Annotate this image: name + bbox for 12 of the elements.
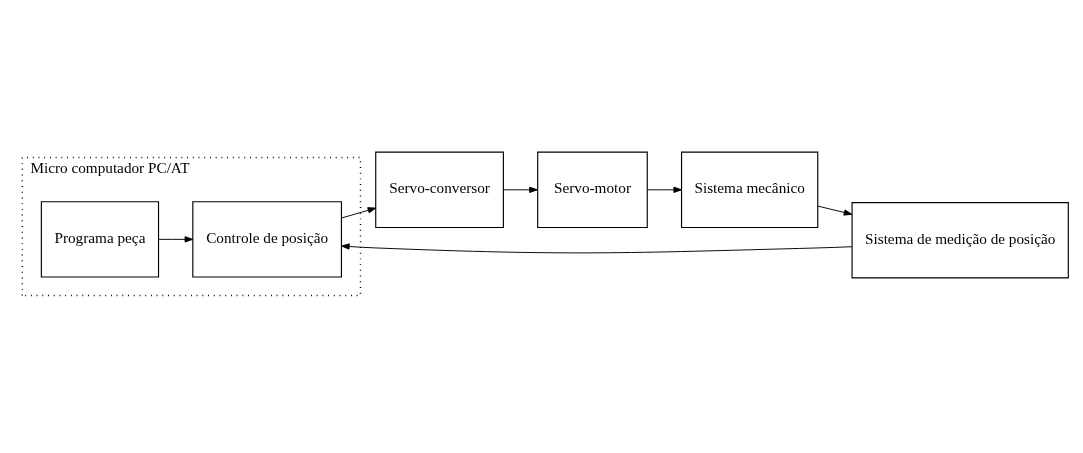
node-box: Sistema mecânico [680,151,819,228]
node-box: Controle de posição [192,201,342,278]
arrow [341,207,377,219]
node-box: Servo-conversor [375,151,504,228]
arrow [503,186,538,193]
arrow [341,243,853,254]
node-box: Programa peça [40,201,160,278]
node-box: Servo-motor [537,151,648,228]
arrow [817,205,853,216]
node-box: Sistema de medição de posição [851,202,1069,279]
arrow [158,236,194,243]
arrow [646,186,682,193]
